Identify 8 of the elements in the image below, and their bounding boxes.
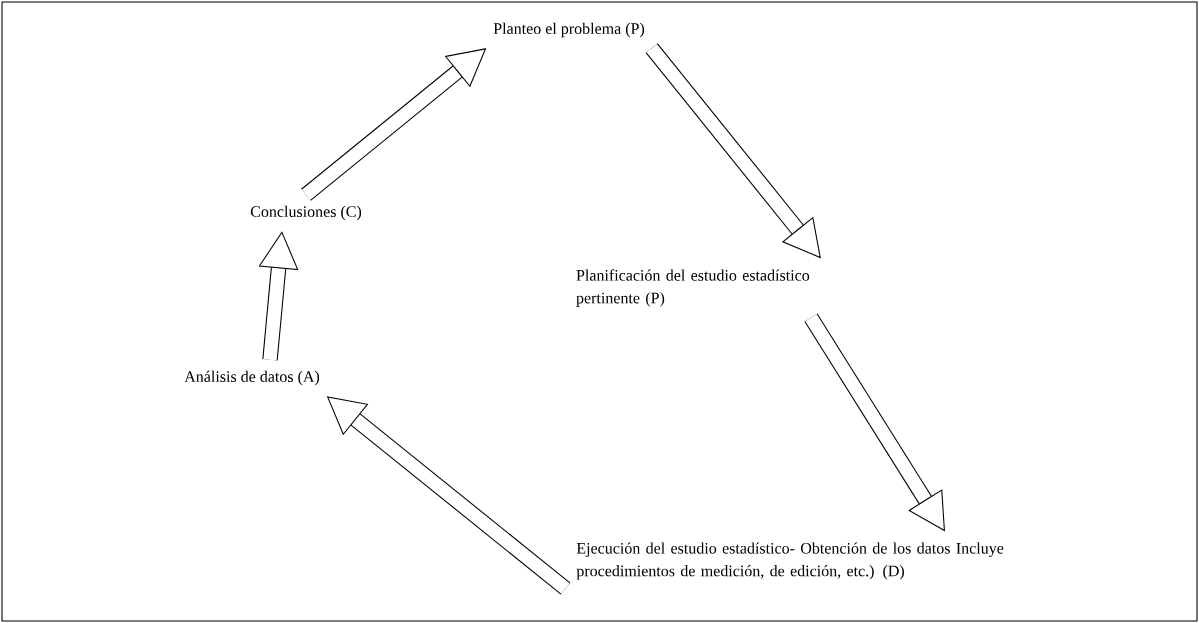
block-arrow xyxy=(804,313,945,532)
step-text: Planificación del estudio estadístico pertinente (P) xyxy=(576,269,810,307)
step-text: Análisis de datos (A) xyxy=(184,370,320,386)
block-arrow xyxy=(645,43,821,259)
step-text: Conclusiones (C) xyxy=(250,205,362,221)
step-text: Ejecución del estudio estadístico- Obtención de los datos Incluye procedimientos de medición, de edición, etc.) (D) xyxy=(576,542,1004,580)
block-arrow xyxy=(258,231,299,361)
step-text: Planteo el problema (P) xyxy=(493,22,645,38)
